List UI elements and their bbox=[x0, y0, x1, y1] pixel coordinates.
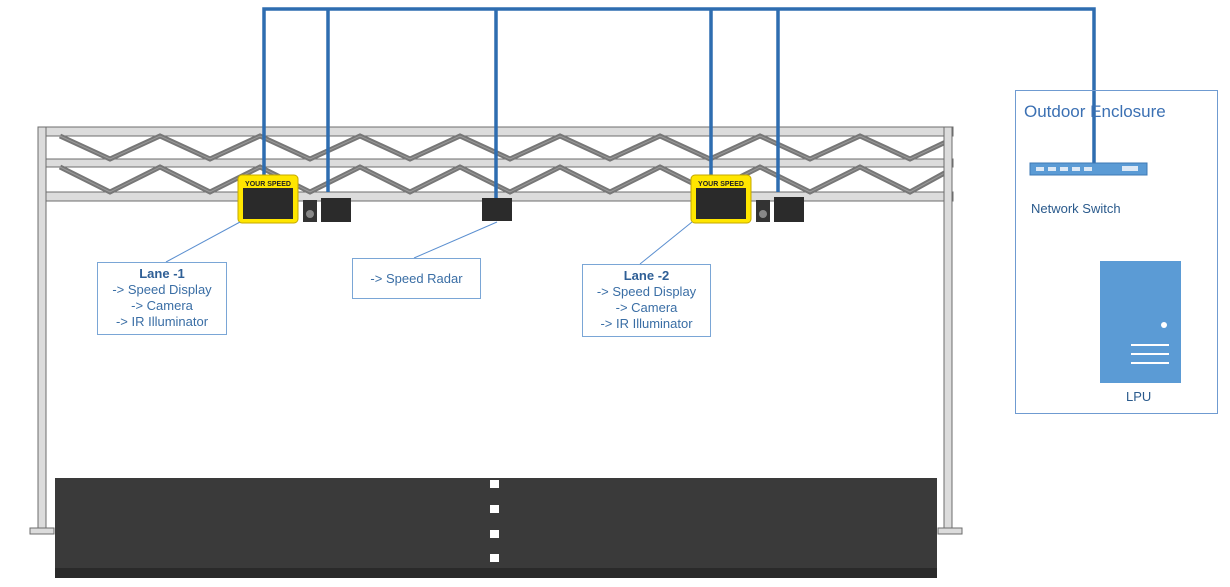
network-switch-label: Network Switch bbox=[1031, 201, 1121, 216]
lane2-callout: Lane -2 -> Speed Display -> Camera -> IR… bbox=[582, 264, 711, 337]
lane2-display-text: YOUR SPEED bbox=[698, 181, 744, 188]
lane1-line-ir: -> IR Illuminator bbox=[115, 314, 209, 329]
lane1-camera bbox=[303, 200, 317, 222]
lane-marking bbox=[490, 505, 499, 513]
speed-radar-unit bbox=[482, 198, 512, 221]
network-cables bbox=[262, 7, 1096, 198]
lane2-title: Lane -2 bbox=[623, 268, 670, 283]
lpu-label: LPU bbox=[1126, 389, 1152, 404]
lane2-line-camera: -> Camera bbox=[615, 300, 678, 315]
lane2-speed-display: YOUR SPEED bbox=[690, 174, 752, 224]
lane-marking bbox=[490, 530, 499, 538]
outdoor-enclosure bbox=[1015, 90, 1218, 414]
radar-callout: -> Speed Radar bbox=[352, 258, 481, 299]
lane1-title: Lane -1 bbox=[139, 266, 185, 281]
lane2-ir-illuminator bbox=[774, 197, 804, 222]
lane1-line-camera: -> Camera bbox=[131, 298, 193, 313]
lane-marking bbox=[490, 480, 499, 488]
enclosure-title: Outdoor Enclosure bbox=[1024, 102, 1166, 121]
lane1-ir-illuminator bbox=[321, 198, 351, 222]
lane1-display-text: YOUR SPEED bbox=[245, 181, 291, 188]
server-icon bbox=[1100, 261, 1181, 383]
radar-line: -> Speed Radar bbox=[370, 271, 463, 286]
network-switch-icon bbox=[1029, 162, 1148, 176]
lane2-line-ir: -> IR Illuminator bbox=[600, 316, 693, 331]
road bbox=[55, 478, 937, 578]
lane-marking bbox=[490, 554, 499, 562]
lane1-callout: Lane -1 -> Speed Display -> Camera -> IR… bbox=[97, 262, 227, 335]
lane1-line-display: -> Speed Display bbox=[112, 282, 212, 297]
callout-leaders bbox=[165, 221, 693, 265]
lane2-line-display: -> Speed Display bbox=[596, 284, 697, 299]
lane1-speed-display: YOUR SPEED bbox=[237, 174, 299, 224]
lane2-camera bbox=[756, 200, 770, 222]
